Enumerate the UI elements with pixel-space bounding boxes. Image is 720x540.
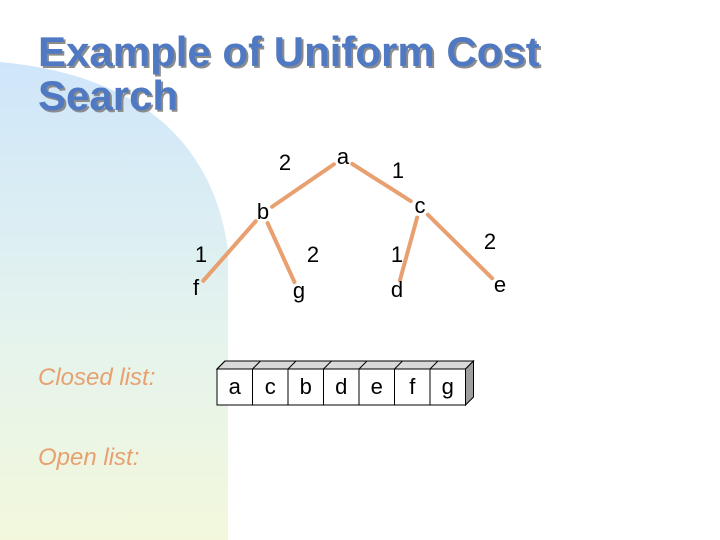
node-a: a (337, 144, 350, 169)
edge-cost-c-e: 2 (484, 229, 496, 254)
closed-list-cell (252, 368, 289, 406)
closed-list-item-g: g (442, 374, 454, 399)
edge-a-c (350, 161, 413, 204)
edge-cost-c-d: 1 (391, 242, 403, 267)
edge-cost-a-c: 1 (392, 158, 404, 183)
node-d: d (391, 277, 403, 302)
closed-list-side-face (465, 359, 474, 407)
slide-title: Example of Uniform Cost Search (38, 30, 540, 118)
closed-list-item-b: b (300, 374, 312, 399)
title-line-2: Search (38, 72, 179, 119)
edge-c-d (397, 215, 420, 283)
open-list-label: Open list: (38, 444, 140, 471)
closed-list-cell-edge (323, 360, 332, 370)
edge-b-g (265, 221, 297, 284)
background-swoosh (0, 62, 228, 540)
closed-list-cell-edge (216, 360, 226, 370)
tree-nodes: a b c f g d e (193, 144, 506, 303)
closed-list-item-c: c (265, 374, 276, 399)
closed-list-cell (287, 368, 324, 406)
closed-list-item-d: d (335, 374, 347, 399)
closed-list-cell-edge (252, 360, 261, 370)
tree-edges (201, 161, 495, 284)
node-e: e (494, 272, 506, 297)
node-f: f (193, 275, 200, 300)
closed-list-top-face (215, 360, 475, 370)
closed-list-cell-edge (394, 360, 403, 370)
edge-cost-b-g: 2 (307, 242, 319, 267)
edge-c-e (425, 212, 495, 281)
closed-list-cell (429, 368, 466, 406)
edge-cost-b-f: 1 (195, 242, 207, 267)
edge-b-f (201, 219, 258, 283)
node-g: g (293, 278, 305, 303)
closed-list-cell-edge (429, 360, 439, 370)
node-c: c (415, 193, 426, 218)
closed-list-item-f: f (409, 374, 416, 399)
closed-list-label: Closed list: (38, 364, 156, 391)
closed-list-item-a: a (229, 374, 242, 399)
title-line-1: Example of Uniform Cost (38, 28, 540, 75)
closed-list-cell-edge (287, 360, 297, 370)
edge-cost-a-b: 2 (279, 150, 291, 175)
node-b: b (257, 199, 269, 224)
edge-a-b (270, 162, 336, 209)
closed-list-item-e: e (371, 374, 383, 399)
edge-cost-labels: 2 1 1 2 1 2 (195, 150, 496, 267)
closed-list-cell-edge (358, 360, 368, 370)
